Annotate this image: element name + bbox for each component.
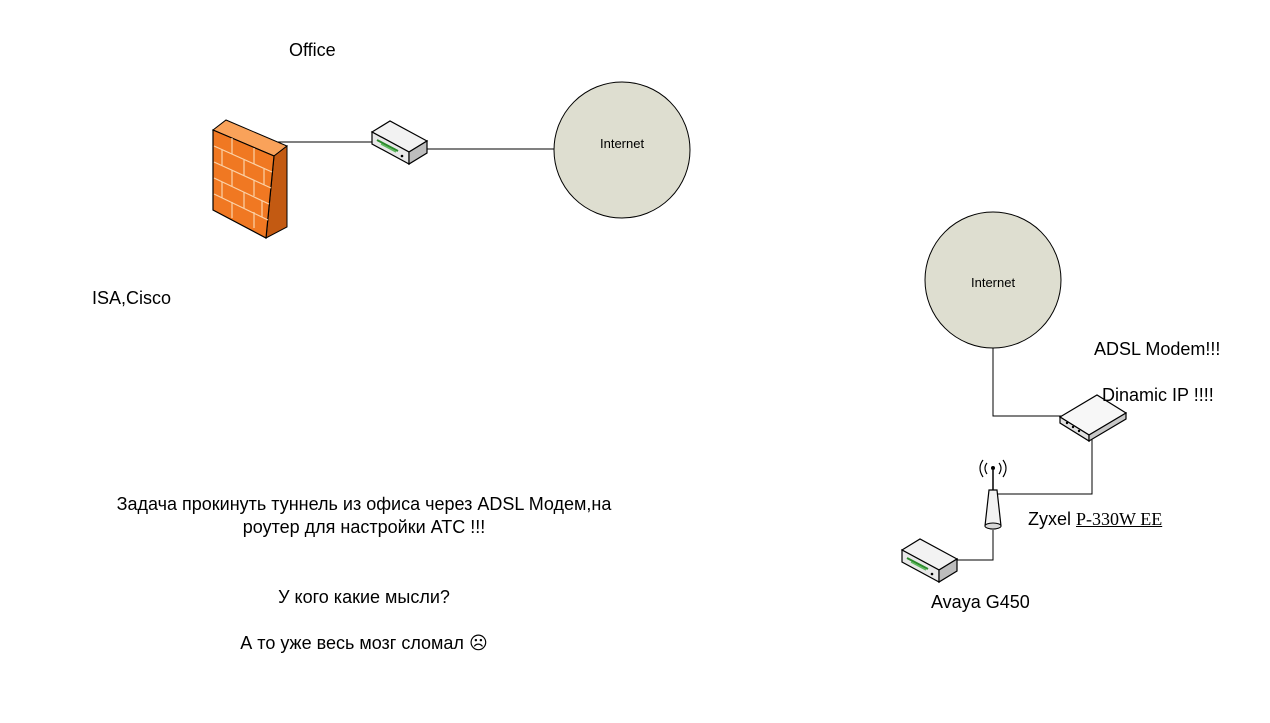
office-label: Office: [289, 40, 336, 60]
connections: [270, 141, 1093, 561]
avaya-label: Avaya G450: [931, 592, 1030, 612]
firewall-icon: [212, 119, 288, 239]
isa-cisco-label: ISA,Cisco: [92, 288, 172, 308]
internet-remote-label: Internet: [971, 275, 1016, 290]
modem-icon: [1058, 394, 1128, 443]
internet-office-label: Internet: [600, 136, 645, 151]
router-icon: [370, 120, 429, 166]
avaya-router-icon: [900, 538, 959, 584]
zyxel-model: P-330W EE: [1076, 509, 1163, 529]
task-line-2: роутер для настройки АТС !!!: [242, 517, 486, 537]
internet-cloud-remote: [924, 211, 1062, 349]
wireless-router-icon: [979, 459, 1007, 530]
task-line-1: Задача прокинуть туннель из офиса через …: [116, 494, 612, 514]
link-modem-zyxel: [997, 434, 1093, 495]
zyxel-prefix: Zyxel: [1028, 509, 1072, 529]
link-zyxel-avaya: [955, 530, 994, 561]
complaint-text: А то уже весь мозг сломал ☹: [240, 633, 488, 653]
zyxel-label: Zyxel P-330W EE: [1028, 509, 1162, 529]
question-text: У кого какие мысли?: [278, 587, 450, 607]
dynamic-ip-label: Dinamic IP !!!!: [1102, 385, 1214, 405]
link-internet-modem: [992, 348, 1062, 417]
task-description: Задача прокинуть туннель из офиса через …: [84, 493, 644, 539]
adsl-modem-label: ADSL Modem!!!: [1094, 339, 1221, 359]
internet-cloud-office: [553, 81, 691, 219]
